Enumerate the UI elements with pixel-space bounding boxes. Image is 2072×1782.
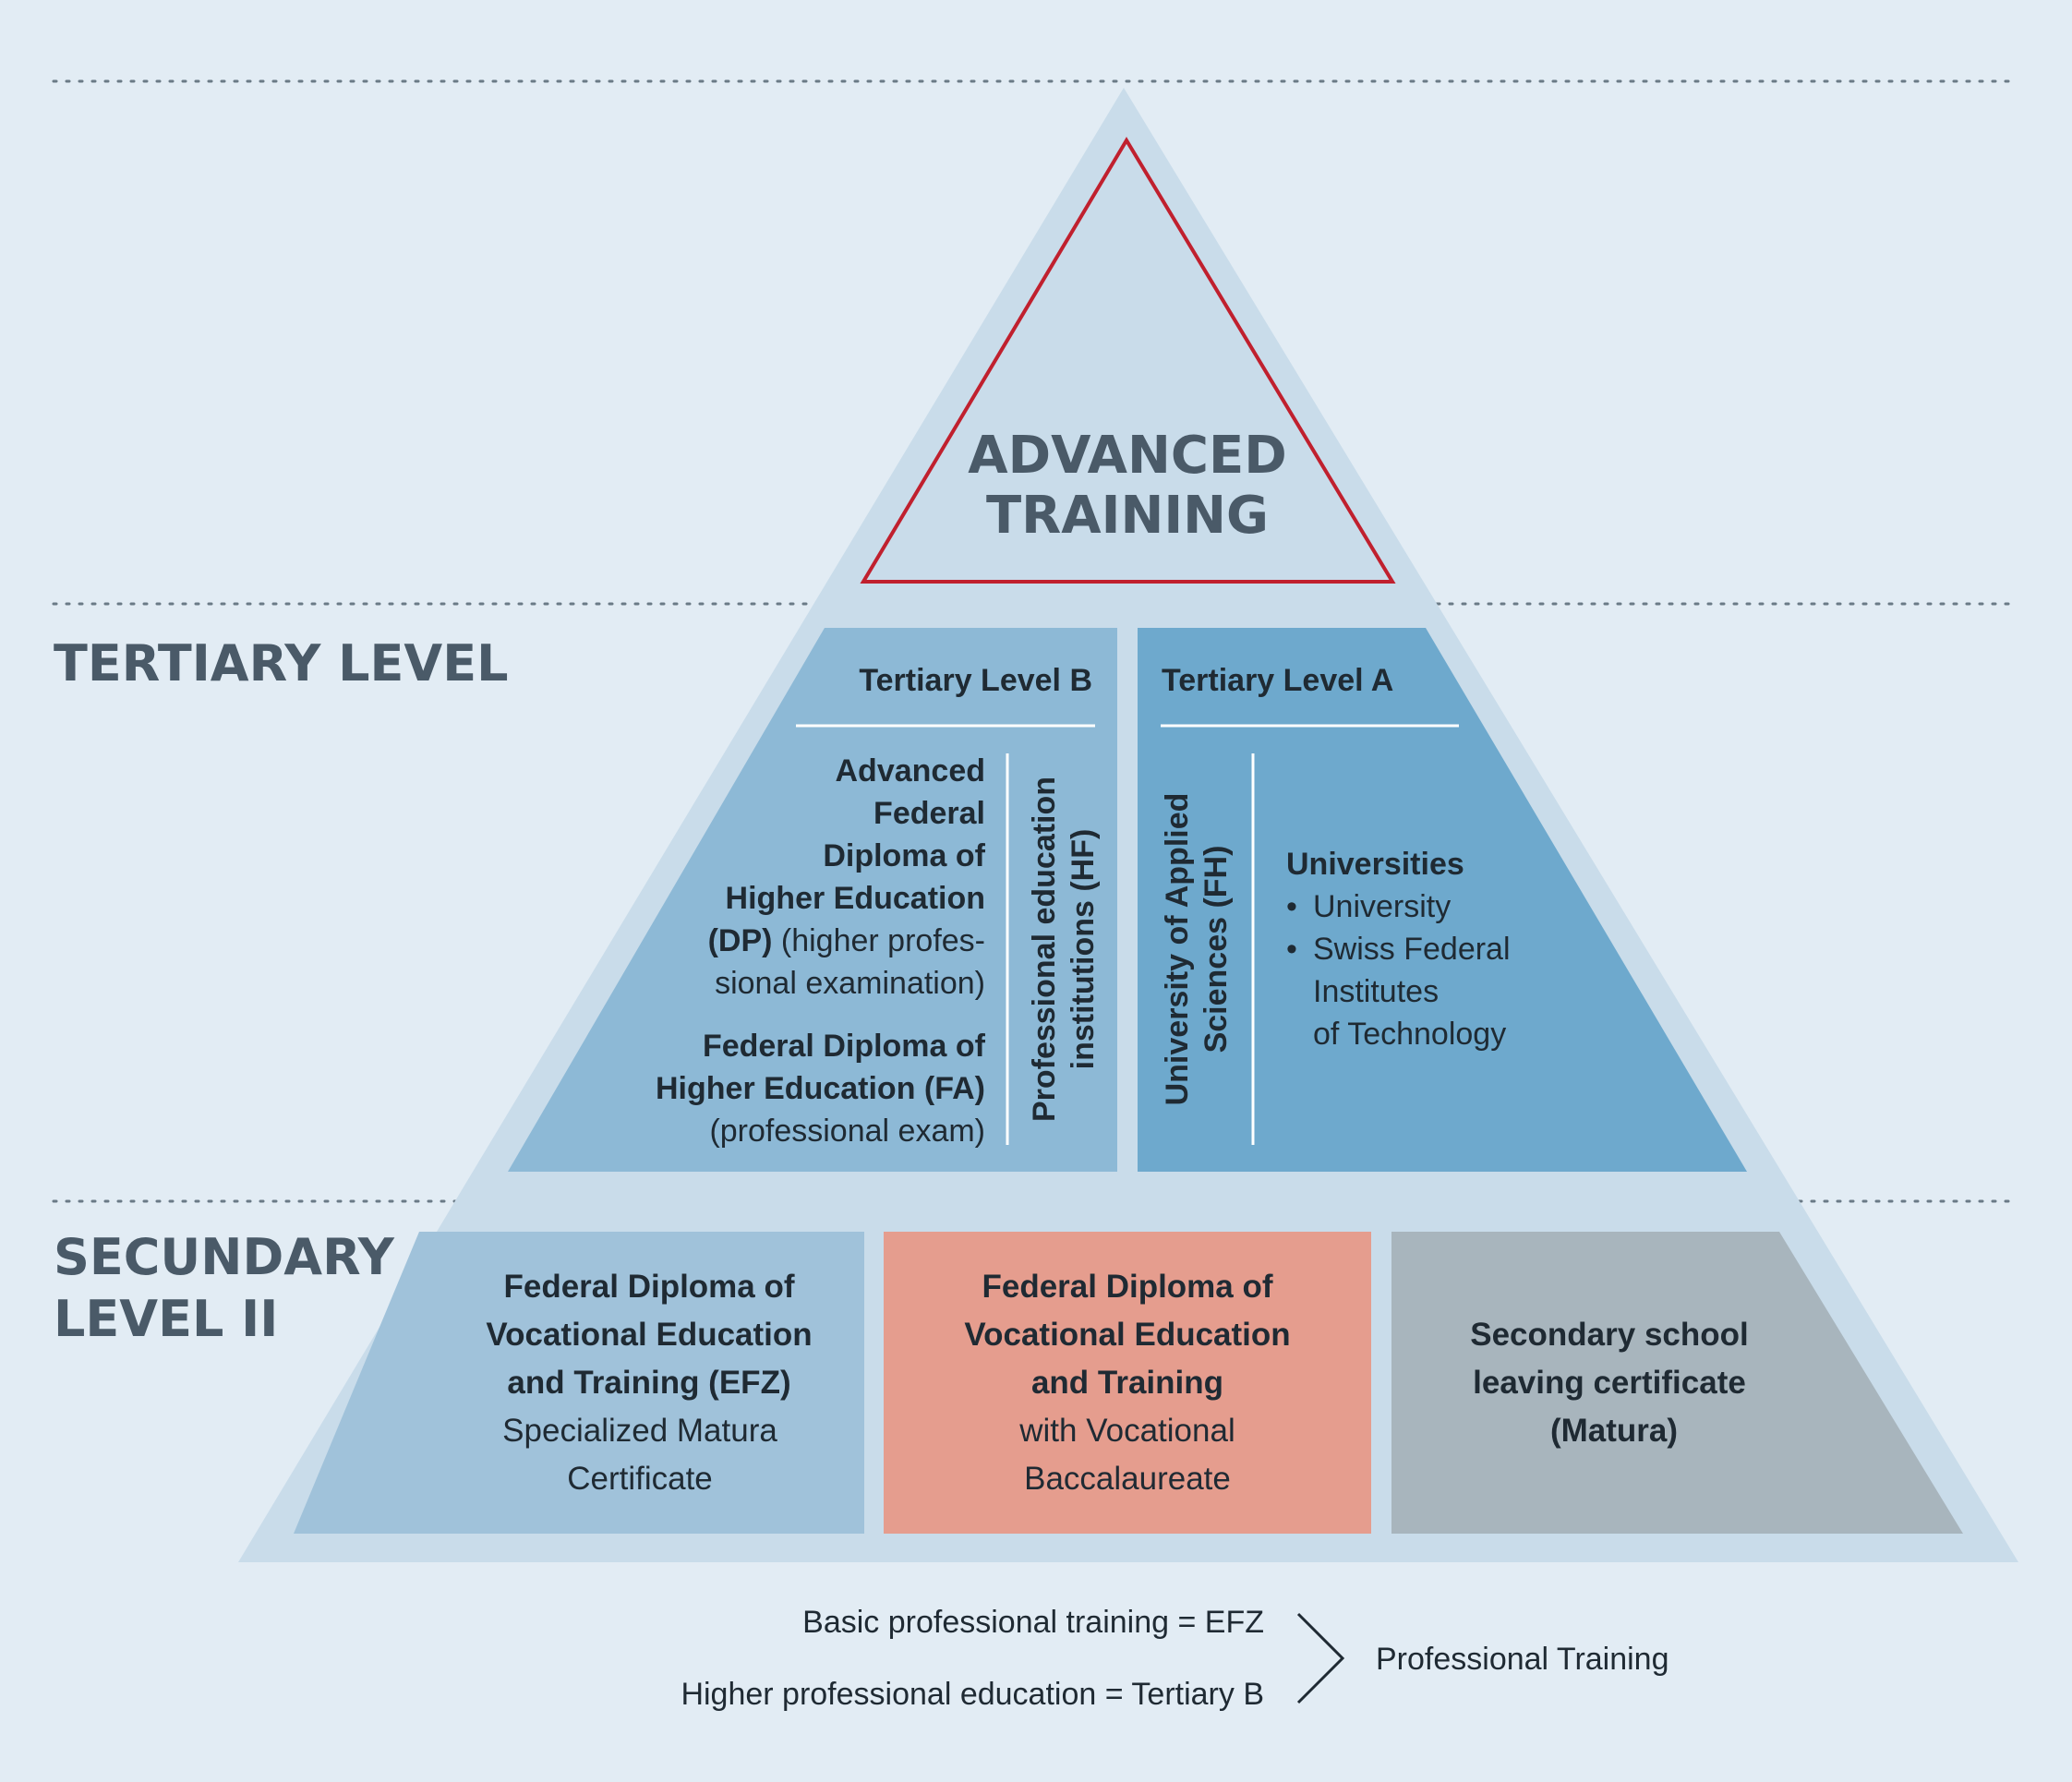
efz-regular-line-1: Specialized Matura: [502, 1413, 777, 1449]
legend-line-1: Basic professional training = EFZ: [802, 1605, 1264, 1640]
bullet-1-mark: •: [1286, 889, 1297, 924]
vocational-baccalaureate-text: Federal Diploma of Vocational Education …: [964, 1269, 1290, 1497]
efz-bold-line-1: Federal Diploma of: [503, 1269, 794, 1305]
apex-title-line1: ADVANCED: [968, 426, 1286, 486]
bullet-2-line-3: of Technology: [1313, 1017, 1506, 1052]
secondary-level-label-line1: SECUNDARY: [54, 1228, 395, 1286]
legend-chevron-right-icon: [1296, 1612, 1345, 1704]
efz-block: [294, 1232, 864, 1534]
tertiary-level-b-block: [508, 628, 1117, 1172]
bullet-2-mark: •: [1286, 932, 1297, 967]
bacc-regular-line-1: with Vocational: [1018, 1413, 1235, 1449]
advanced-training-triangle: [860, 137, 1396, 584]
bullet-2-line-1: Swiss Federal: [1313, 932, 1511, 967]
dp-line-3: Diploma of: [823, 838, 985, 873]
efz-bold-line-2: Vocational Education: [486, 1317, 812, 1353]
efz-regular-line-2: Certificate: [567, 1461, 713, 1497]
tertiary-a-header: Tertiary Level A: [1162, 663, 1393, 698]
tertiary-level-label: TERTIARY LEVEL: [54, 634, 509, 692]
fa-line-1: Federal Diploma of: [703, 1029, 986, 1064]
apex-title-line2: TRAINING: [986, 486, 1269, 546]
tertiary-level-a-block: [1138, 628, 1747, 1172]
dp-note-2: sional examination): [715, 966, 985, 1001]
hf-vertical-label-line1: Professional education: [1027, 777, 1062, 1122]
outer-pyramid: [238, 88, 2018, 1562]
legend-line-2: Higher professional education = Tertiary…: [681, 1677, 1264, 1712]
universities-title: Universities: [1286, 847, 1464, 882]
dp-line-1: Advanced: [836, 753, 986, 789]
dp-line-2: Federal: [873, 796, 985, 831]
secondary-level-label-line2: LEVEL II: [54, 1290, 278, 1348]
bacc-bold-line-2: Vocational Education: [964, 1317, 1290, 1353]
bullet-1-text: University: [1313, 889, 1451, 924]
fh-vertical-label-line2: Sciences (FH): [1199, 846, 1234, 1054]
bacc-regular-line-2: Baccalaureate: [1024, 1461, 1231, 1497]
tertiary-b-header: Tertiary Level B: [859, 663, 1092, 698]
dp-abbreviation: (DP): [708, 923, 773, 958]
fh-vertical-label-line1: University of Applied: [1160, 793, 1195, 1106]
matura-text: Secondary school leaving certificate (Ma…: [1470, 1317, 1748, 1449]
hf-vertical-label-line2: institutions (HF): [1066, 829, 1101, 1070]
dp-note-1: (higher profes-: [772, 923, 985, 958]
bacc-bold-line-3: and Training: [1031, 1365, 1223, 1401]
legend: Basic professional training = EFZ Higher…: [681, 1605, 1668, 1712]
fa-note: (professional exam): [709, 1114, 985, 1149]
matura-block: [1391, 1232, 1963, 1534]
vocational-baccalaureate-block: [884, 1232, 1371, 1534]
matura-line-3: (Matura): [1550, 1413, 1678, 1449]
dp-abbreviation-line: (DP) (higher profes-: [708, 923, 985, 958]
bacc-bold-line-1: Federal Diploma of: [982, 1269, 1272, 1305]
legend-result: Professional Training: [1376, 1642, 1669, 1677]
dp-line-4: Higher Education: [726, 881, 985, 916]
fa-line-2: Higher Education (FA): [656, 1071, 985, 1106]
universities-list: Universities • University • Swiss Federa…: [1286, 847, 1511, 1052]
efz-bold-line-3: and Training (EFZ): [507, 1365, 790, 1401]
tertiary-b-diplomas: Advanced Federal Diploma of Higher Educa…: [656, 753, 986, 1149]
efz-text: Federal Diploma of Vocational Education …: [486, 1269, 812, 1497]
matura-line-1: Secondary school: [1470, 1317, 1748, 1353]
matura-line-2: leaving certificate: [1473, 1365, 1746, 1401]
bullet-2-line-2: Institutes: [1313, 974, 1439, 1009]
